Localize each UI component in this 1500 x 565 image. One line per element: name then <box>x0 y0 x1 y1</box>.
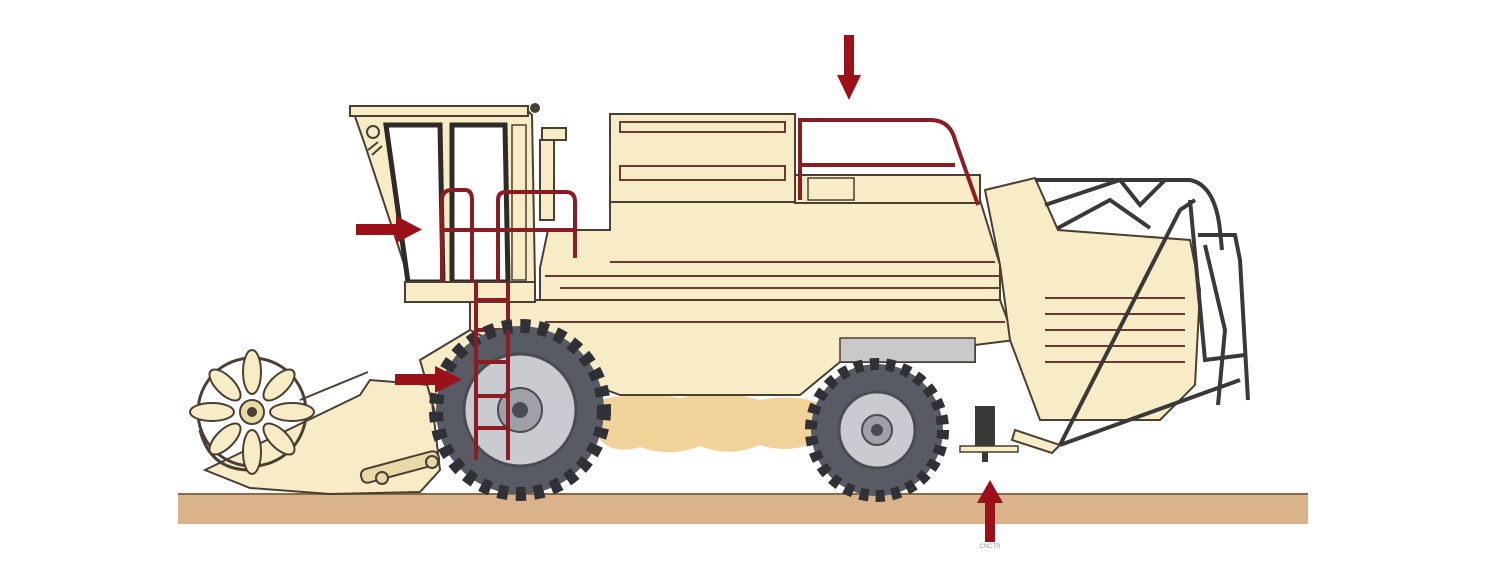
rear-strut <box>975 406 995 452</box>
reel-tines <box>189 349 315 475</box>
caption-label: CNCTR <box>979 544 1001 550</box>
rear-tread <box>805 358 949 502</box>
top-railing <box>798 118 980 206</box>
ladder-lower <box>474 330 510 460</box>
undercarriage-panel <box>839 337 976 363</box>
arrow-ladder <box>395 366 462 393</box>
grain-tank-trim <box>619 121 786 181</box>
rear-frame <box>1035 177 1250 447</box>
grain-tank <box>609 113 796 203</box>
rear-louvers <box>1045 297 1185 363</box>
body-middle <box>539 199 1001 301</box>
rear-axle <box>959 406 1062 462</box>
cab-roof <box>349 105 529 117</box>
front-tread <box>429 319 611 501</box>
rear-deflector <box>1010 428 1062 455</box>
arrow-top-platform <box>837 35 861 100</box>
cab-window-front <box>383 122 446 285</box>
front-wheel <box>429 319 611 501</box>
cab-handrail <box>440 188 577 282</box>
engine-box <box>807 177 855 201</box>
cab-platform <box>404 281 536 303</box>
grain-pile <box>600 393 830 453</box>
ground-strip <box>178 494 1308 524</box>
arrow-rear-step <box>977 480 1003 542</box>
middle-stripes <box>545 261 1000 289</box>
upper-body <box>539 113 1001 301</box>
mirror <box>366 125 380 139</box>
rear-step <box>959 445 1019 453</box>
rear-section <box>983 176 1202 421</box>
beacon-light <box>530 103 540 113</box>
reel <box>189 349 315 475</box>
ground <box>178 493 1308 524</box>
arrow-cab-door <box>356 216 422 243</box>
rear-wheel <box>805 358 949 502</box>
exhaust-pipe <box>539 139 555 221</box>
header-linkage <box>359 450 441 485</box>
header-edge <box>299 371 369 401</box>
